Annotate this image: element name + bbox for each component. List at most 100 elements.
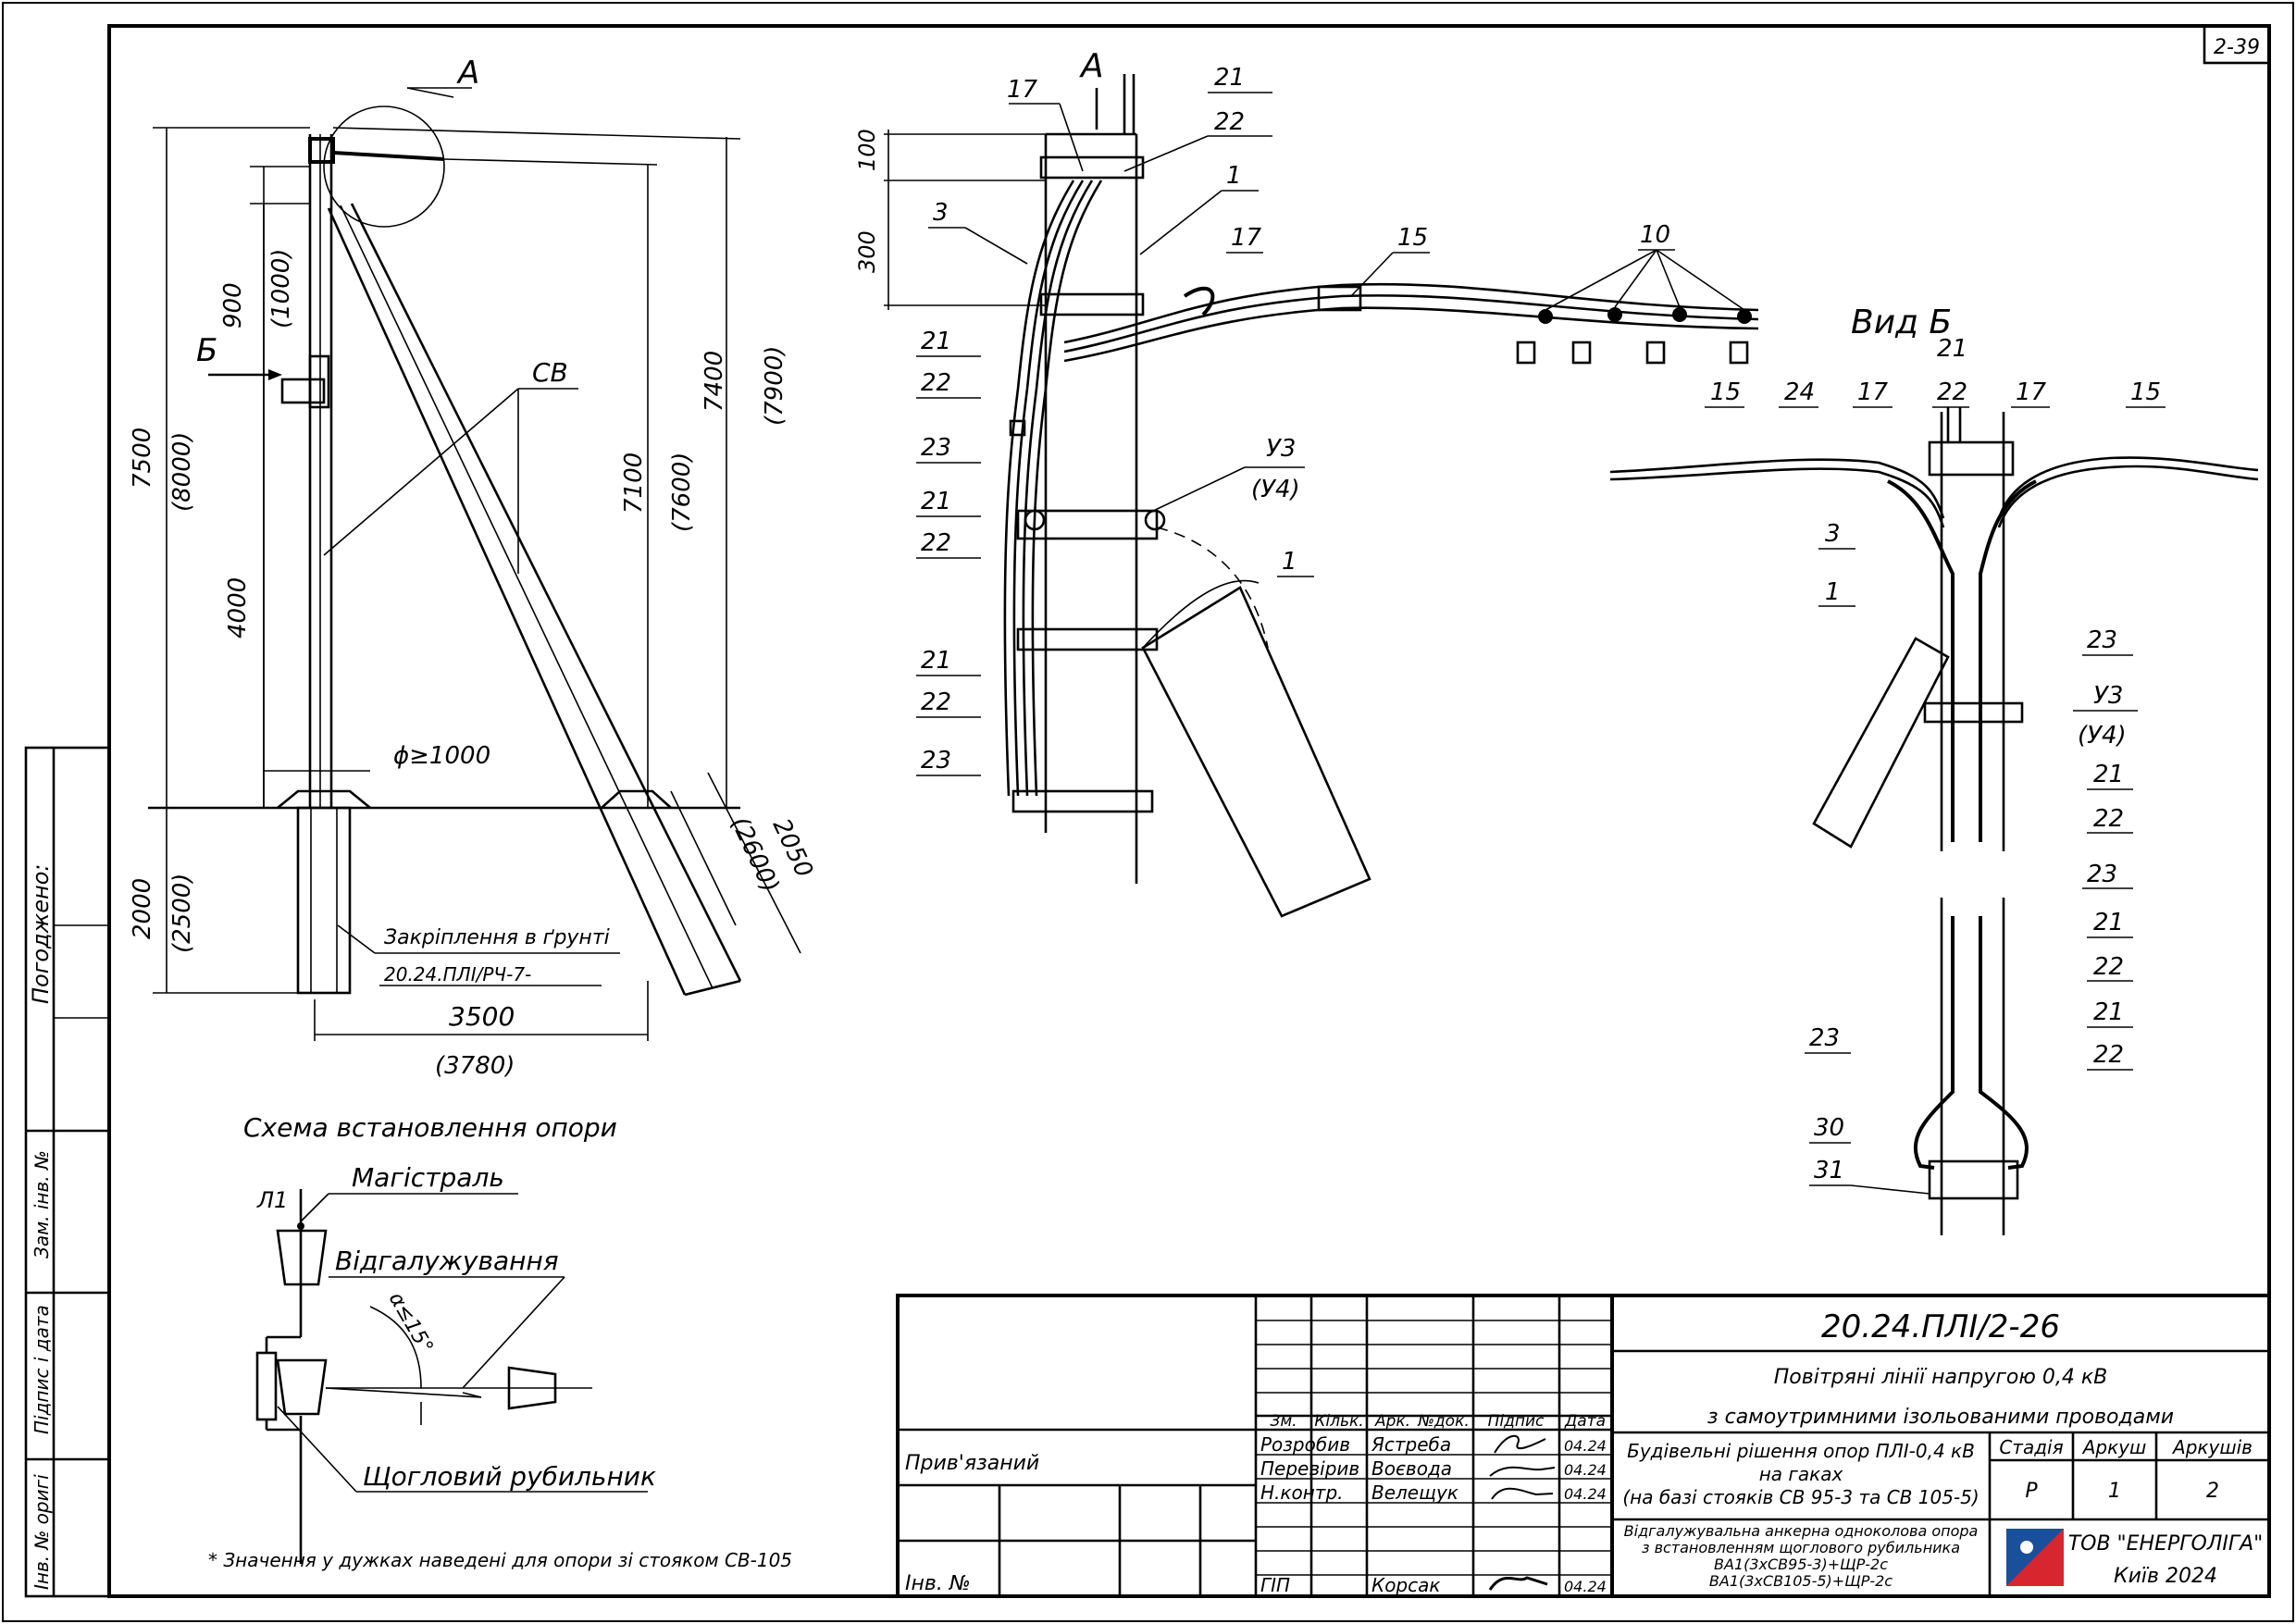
vb-callout-u4: (У4) [2078, 722, 2127, 750]
dim-2000: 2000 [129, 878, 156, 939]
dim-7500: 7500 [129, 428, 156, 489]
vb-callout-17a: 17 [1857, 378, 1889, 406]
installation-scheme: Схема встановлення опори Л1 Магістраль В… [208, 1112, 792, 1571]
scheme-switch: Щогловий рубильник [363, 1461, 656, 1492]
fixing-label-1: Закріплення в ґрунті [384, 926, 610, 949]
dim-1000: (1000) [267, 249, 295, 329]
inner-frame [107, 24, 2271, 1598]
section-title-2: на гаках [1759, 1463, 1843, 1485]
row-role-1: Перевірив [1260, 1457, 1359, 1480]
row-name-0: Ястреба [1371, 1433, 1451, 1456]
view-b-arrow-label: Б [196, 332, 217, 369]
row-role-2: Н.контр. [1260, 1481, 1344, 1504]
dim-7900: (7900) [761, 346, 788, 426]
vb-callout-17b: 17 [2016, 378, 2047, 406]
row-role-3: ГІП [1260, 1574, 1290, 1596]
detail-callout-u3: У3 [1266, 435, 1296, 463]
detail-callout-23b: 23 [921, 747, 951, 775]
sheets-label: Аркушів [2171, 1436, 2253, 1458]
scheme-title: Схема встановлення опори [243, 1112, 617, 1143]
scheme-note: * Значення у дужках наведені для опори з… [208, 1549, 792, 1571]
vb-callout-31: 31 [1814, 1157, 1844, 1184]
view-b-title: Вид Б [1851, 304, 1952, 341]
company-name: ТОВ "ЕНЕРГОЛІГА" [2068, 1532, 2264, 1556]
detail-callout-21c: 21 [921, 488, 951, 515]
company-logo [2006, 1529, 2064, 1586]
sheet-value: 1 [2108, 1480, 2121, 1503]
dim-7600: (7600) [668, 452, 696, 532]
drawing-title-1: Відгалужувальна анкерна одноколова опора [1624, 1522, 1979, 1540]
section-title-3: (на базі стояків СВ 95-3 та СВ 105-5) [1622, 1486, 1979, 1508]
dim-2500: (2500) [168, 874, 196, 953]
left-stamp: Погоджено: Зам. інв. № Підпис і дата Інв… [24, 746, 111, 1598]
row-date-0: 04.24 [1564, 1437, 1607, 1455]
detail-callout-1a: 1 [1226, 162, 1242, 190]
vb-callout-22b: 22 [2093, 805, 2124, 833]
company-city: Київ 2024 [2114, 1565, 2217, 1588]
vb-callout-15b: 15 [2130, 378, 2161, 406]
dim-3500: 3500 [449, 1001, 515, 1032]
insulators [1516, 307, 1752, 365]
vb-callout-3: 3 [1825, 520, 1841, 548]
hdr-zm: Зм. [1270, 1412, 1297, 1431]
vb-callout-23c: 23 [1809, 1024, 1840, 1052]
row-name-2: Велещук [1371, 1481, 1458, 1504]
vb-callout-22a: 22 [1937, 378, 1967, 406]
detail-callout-22b: 22 [921, 369, 951, 397]
dim-phi: ϕ≥1000 [393, 742, 490, 770]
vb-callout-23b: 23 [2087, 861, 2117, 888]
vb-callout-24: 24 [1784, 378, 1815, 406]
scheme-main: Магістраль [352, 1162, 504, 1193]
inv-label: Інв. № [905, 1572, 971, 1595]
detail-callout-21a: 21 [1214, 64, 1245, 92]
stamp-inv-orig: Інв. № оригі [31, 1474, 53, 1590]
dim-7400: 7400 [701, 351, 728, 412]
detail-callout-21d: 21 [921, 647, 951, 675]
vb-callout-21b: 21 [2093, 761, 2124, 788]
detail-callout-15: 15 [1397, 224, 1428, 252]
detail-callout-u4: (У4) [1251, 476, 1300, 503]
vb-callout-23a: 23 [2087, 626, 2117, 654]
row-role-0: Розробив [1260, 1433, 1350, 1456]
sheets-value: 2 [2206, 1480, 2219, 1503]
detail-callout-23a: 23 [921, 434, 951, 462]
linked-label: Прив'язаний [905, 1452, 1039, 1475]
vb-callout-15a: 15 [1710, 378, 1741, 406]
dim-8000: (8000) [168, 432, 196, 512]
drawing-title-3: ВА1(3хСВ95-3)+ЩР-2с [1714, 1556, 1888, 1573]
stamp-sign-date: Підпис і дата [31, 1305, 53, 1434]
vb-callout-21c: 21 [2093, 909, 2124, 936]
dim-100: 100 [854, 129, 880, 171]
vb-callout-1: 1 [1825, 578, 1841, 606]
detail-a: А [854, 47, 1759, 918]
row-date-3: 04.24 [1564, 1578, 1607, 1595]
drawing-title-4: ВА1(3хСВ105-5)+ЩР-2с [1709, 1572, 1893, 1590]
scheme-angle: α≤15° [384, 1289, 438, 1358]
vb-callout-30: 30 [1814, 1114, 1844, 1142]
row-name-1: Воєвода [1371, 1457, 1452, 1480]
sheet-code-box [2203, 24, 2271, 65]
scheme-l1: Л1 [256, 1187, 288, 1213]
detail-callout-22a: 22 [1214, 108, 1245, 136]
sheet-code: 2-39 [2214, 36, 2260, 59]
stage-value: Р [2025, 1480, 2038, 1503]
view-b: Вид Б 15 24 17 21 22 17 15 3 1 [1609, 304, 2259, 1235]
hdr-kilk: Кільк. [1314, 1412, 1363, 1431]
section-title-1: Будівельні рішення опор ПЛІ-0,4 кВ [1627, 1440, 1975, 1462]
signatures [1488, 1434, 1556, 1591]
dim-900: 900 [219, 282, 247, 329]
strut-label: СВ [532, 357, 568, 388]
fixing-label-2: 20.24.ПЛІ/РЧ-7- [384, 963, 531, 986]
pole-elevation: А Б СВ 7500 (8000) 900 (1000) 4000 7100 … [129, 55, 818, 1080]
detail-callout-22d: 22 [921, 688, 951, 716]
vb-callout-21a: 21 [1937, 335, 1967, 363]
project-title-2: з самоутримними ізольованими проводами [1707, 1406, 2174, 1429]
detail-callout-17a: 17 [1007, 76, 1038, 104]
vb-callout-22c: 22 [2093, 953, 2124, 981]
detail-callout-1b: 1 [1282, 548, 1297, 576]
detail-a-title: А [1079, 47, 1104, 85]
vb-callout-22d: 22 [2093, 1041, 2124, 1069]
detail-callout-21b: 21 [921, 328, 951, 355]
